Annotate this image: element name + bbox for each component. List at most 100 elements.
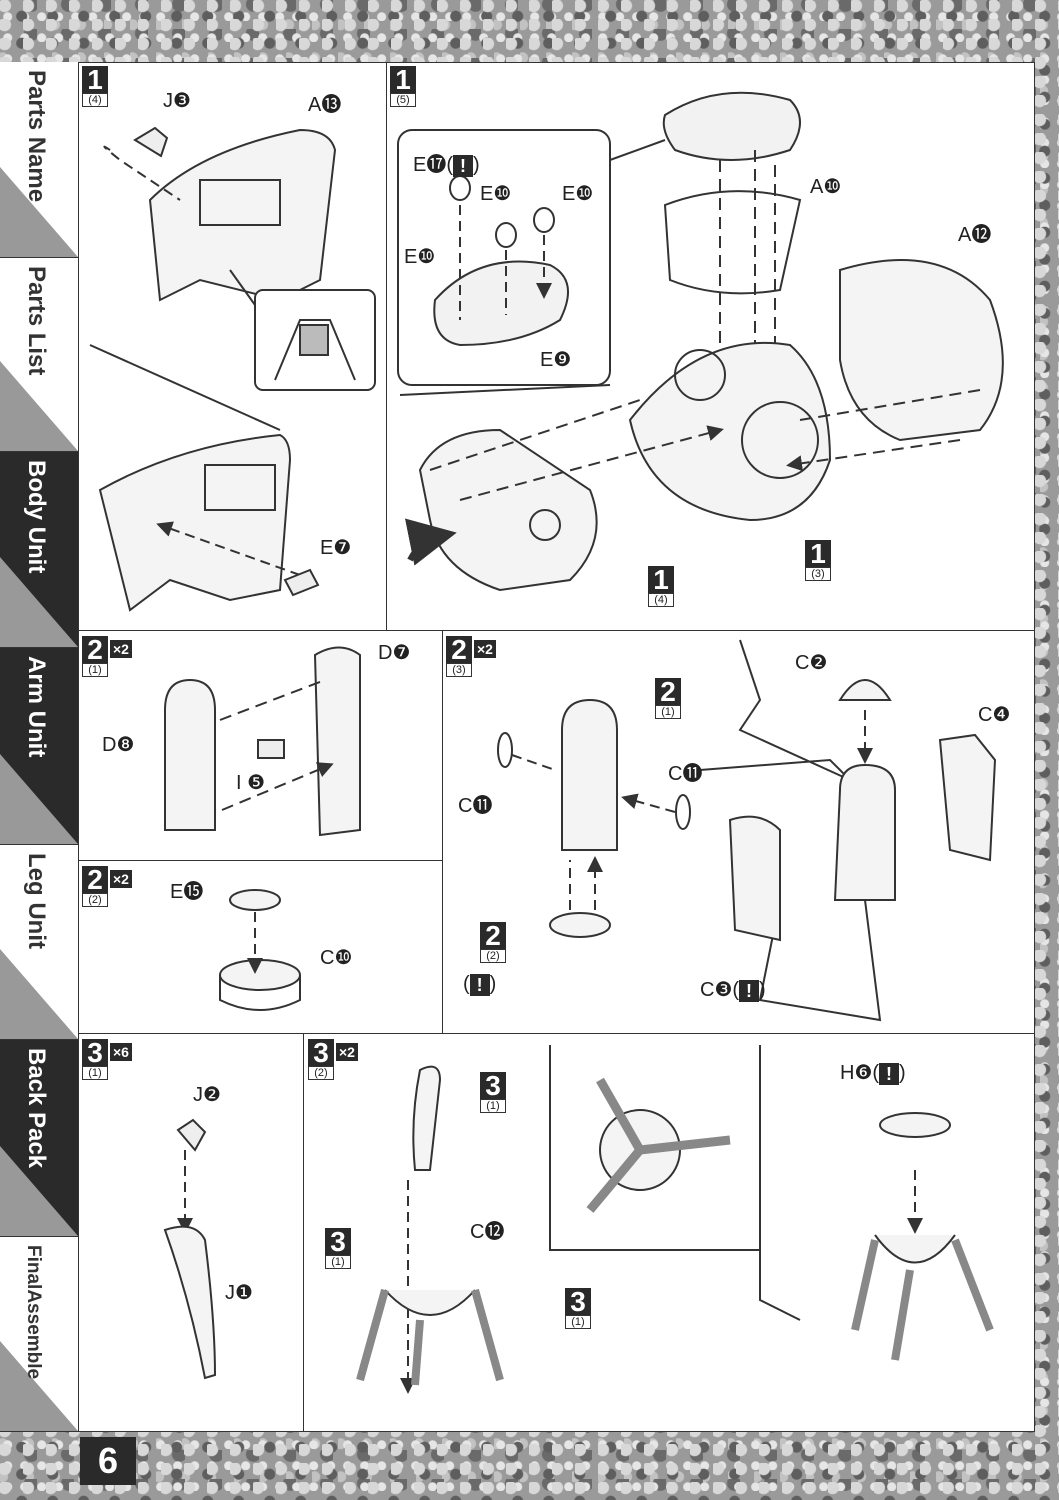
part-label-c11: C⓫ [668,763,703,785]
panel-step-3-1 [78,1033,304,1432]
step-number: 1 [648,566,674,594]
panel-step-2-3 [442,630,1035,1034]
step-number: 3 [308,1039,334,1067]
step-sub: (3) [446,663,472,677]
ref-badge-2-1: 2 (1) [655,678,681,719]
part-label-j3: J❸ [163,90,191,112]
step-number: 2 [655,678,681,706]
multiplier: ×2 [110,870,132,888]
ref-badge-2-2: 2 (2) [480,922,506,963]
tab-leg-unit[interactable]: Leg Unit [0,845,78,1040]
part-label-c3: C❸(!) [700,979,766,1002]
multiplier: ×2 [110,640,132,658]
step-number: 1 [390,66,416,94]
part-label-d7: D❼ [378,642,411,664]
tab-arm-unit[interactable]: Arm Unit [0,648,78,845]
tab-label: Parts Name [23,70,50,203]
step-sub: (4) [648,593,674,607]
step-sub: (1) [655,705,681,719]
page-number: 6 [80,1437,136,1485]
panel-step-2-2 [78,860,443,1034]
step-number: 3 [325,1228,351,1256]
step-sub: (1) [480,1099,506,1113]
ref-badge-3-1: 3 (1) [565,1288,591,1329]
step-sub: (2) [82,893,108,907]
tab-body-unit[interactable]: Body Unit [0,452,78,648]
step-badge-3-2: 3 (2) ×2 [308,1039,358,1080]
warning-icon: ! [879,1062,900,1085]
part-label-a12: A⓬ [958,224,992,246]
part-label-d8: D❽ [102,734,135,756]
part-label-e7: E❼ [320,537,352,559]
tab-label: Arm Unit [23,656,50,758]
part-code: H❻ [840,1062,873,1084]
tab-final-assemble[interactable]: FinalAssemble [0,1237,78,1432]
step-number: 1 [805,540,831,568]
warning-icon: ! [469,973,490,996]
camo-corner [0,167,78,257]
ref-badge-3-1: 3 (1) [325,1228,351,1269]
part-label-e17: E⓱(!) [413,154,480,177]
tab-parts-name[interactable]: Parts Name [0,62,78,258]
step-sub: (2) [308,1066,334,1080]
step-number: 2 [82,636,108,664]
part-label-a13: A⓭ [308,94,342,116]
part-label-c4: C❹ [978,704,1011,726]
multiplier: ×2 [336,1043,358,1061]
camo-corner [0,949,78,1039]
part-label-j1: J❶ [225,1282,253,1304]
tab-label: Leg Unit [23,853,50,949]
part-label-h6: H❻(!) [840,1062,906,1085]
panel-step-3-2 [303,1033,1035,1432]
part-label-e10: E❿ [480,183,512,205]
part-label-j2: J❷ [193,1084,221,1106]
tab-label: FinalAssemble [23,1245,44,1380]
step-sub: (1) [82,1066,108,1080]
step-badge-3-1: 3 (1) ×6 [82,1039,132,1080]
part-label-c11: C⓫ [458,795,493,817]
tab-label: Parts List [23,266,50,376]
part-label-a10: A❿ [810,176,842,198]
ref-badge-1-4: 1 (4) [648,566,674,607]
tab-parts-list[interactable]: Parts List [0,258,78,452]
part-label-i5: I ❺ [236,772,266,794]
step-badge-1-4: 1 (4) [82,66,108,107]
step-sub: (2) [480,949,506,963]
part-label-e10: E❿ [404,246,436,268]
step-number: 3 [565,1288,591,1316]
multiplier: ×6 [110,1043,132,1061]
camo-corner [0,361,78,451]
panel-step-1-5 [386,62,1035,631]
warning-note: (!) [463,973,497,996]
step-number: 1 [82,66,108,94]
step-number: 2 [480,922,506,950]
part-label-e9: E❾ [540,349,572,371]
step-badge-2-2: 2 (2) ×2 [82,866,132,907]
camo-corner [0,754,78,844]
step-sub: (1) [82,663,108,677]
part-label-c10: C❿ [320,947,353,969]
step-badge-1-5: 1 (5) [390,66,416,107]
tab-label: Body Unit [23,460,50,574]
step-sub: (3) [805,567,831,581]
multiplier: ×2 [474,640,496,658]
step-sub: (5) [390,93,416,107]
step-number: 3 [82,1039,108,1067]
step-sub: (1) [565,1315,591,1329]
camo-corner [0,1341,78,1431]
step-number: 3 [480,1072,506,1100]
camo-corner [0,557,78,647]
step-badge-2-1: 2 (1) ×2 [82,636,132,677]
step-sub: (4) [82,93,108,107]
part-code: C❸ [700,979,733,1001]
ref-badge-1-3: 1 (3) [805,540,831,581]
warning-icon: ! [739,979,760,1002]
part-label-e15: E⓯ [170,881,204,903]
tab-back-pack[interactable]: Back Pack [0,1040,78,1237]
step-sub: (1) [325,1255,351,1269]
step-badge-2-3: 2 (3) ×2 [446,636,496,677]
step-number: 2 [446,636,472,664]
step-number: 2 [82,866,108,894]
part-code: E⓱ [413,154,447,176]
part-label-e10: E❿ [562,183,594,205]
